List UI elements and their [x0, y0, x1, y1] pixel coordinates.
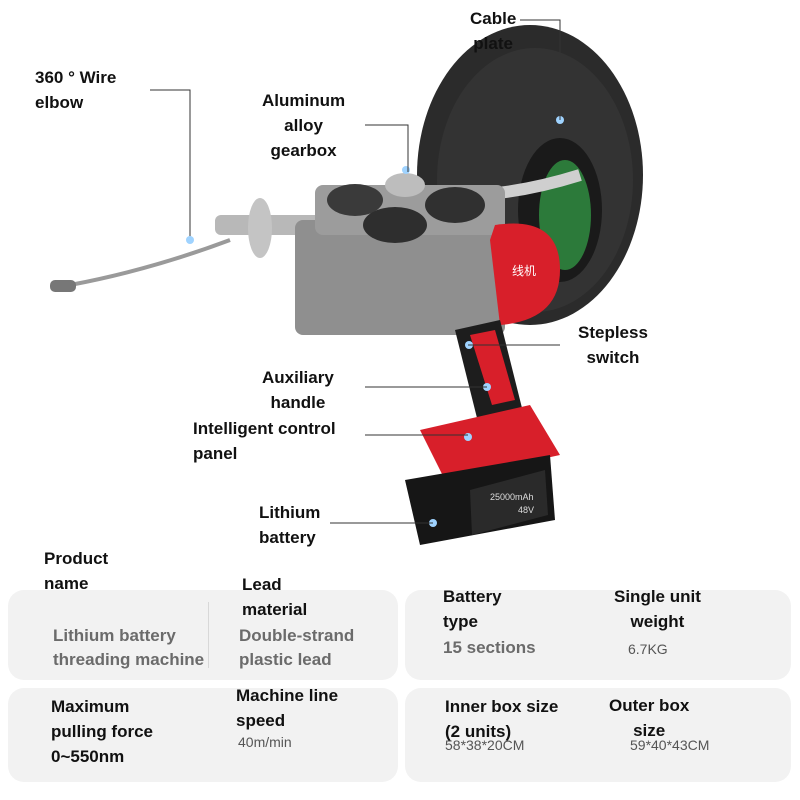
card-divider: [208, 602, 209, 668]
motor-housing: [490, 223, 560, 325]
leader-lines: [150, 19, 561, 524]
housing-label: 线机: [512, 264, 536, 278]
weight-label: Single unit weight: [614, 587, 701, 631]
roller-2: [363, 207, 427, 243]
product-name-value: Lithium battery threading machine: [53, 626, 205, 669]
pulling-force-label: Maximum pulling force: [51, 697, 153, 741]
callout-lithium-battery: Lithium battery: [259, 503, 321, 547]
spec-card-product: [8, 590, 398, 680]
callout-auxiliary-handle: Auxiliary handle: [262, 368, 334, 412]
battery-voltage-label: 48V: [518, 505, 534, 515]
battery-capacity-label: 25000mAh: [490, 492, 534, 502]
callout-wire-elbow: 360 ° Wire elbow: [35, 68, 117, 112]
outer-box-value: 59*40*43CM: [630, 737, 710, 753]
lead-material-label: Lead material: [242, 575, 308, 619]
callout-cable-plate: Cable plate: [470, 9, 517, 53]
line-speed-value: 40m/min: [238, 734, 292, 750]
spec-card-force: [8, 688, 398, 782]
pulling-force-value: 0~550nm: [51, 747, 125, 766]
line-speed-label: Machine line speed: [236, 686, 339, 730]
callout-control-panel: Intelligent control panel: [193, 419, 336, 463]
lead-material-value: Double-strand plastic lead: [239, 626, 355, 669]
inner-box-value: 58*38*20CM: [445, 737, 525, 753]
battery-type-label: Battery type: [443, 587, 502, 631]
threading-machine-illustration: 线机 25000mAh 48V: [50, 19, 643, 545]
gearbox-body: [295, 220, 505, 335]
steel-wire: [69, 238, 231, 287]
outer-box-label: Outer box size: [609, 696, 690, 740]
inner-box-label: Inner box size (2 units): [445, 697, 559, 741]
roller-1: [327, 184, 383, 216]
spec-card-battery: [405, 590, 791, 680]
product-name-label: Product name: [44, 549, 109, 593]
spec-card-box: [405, 688, 791, 782]
callout-stepless-switch: Stepless switch: [578, 323, 648, 367]
weight-value: 6.7KG: [628, 641, 668, 657]
roller-3: [425, 187, 485, 223]
callout-gearbox: Aluminum alloy gearbox: [262, 91, 346, 160]
battery-type-value: 15 sections: [443, 638, 536, 657]
